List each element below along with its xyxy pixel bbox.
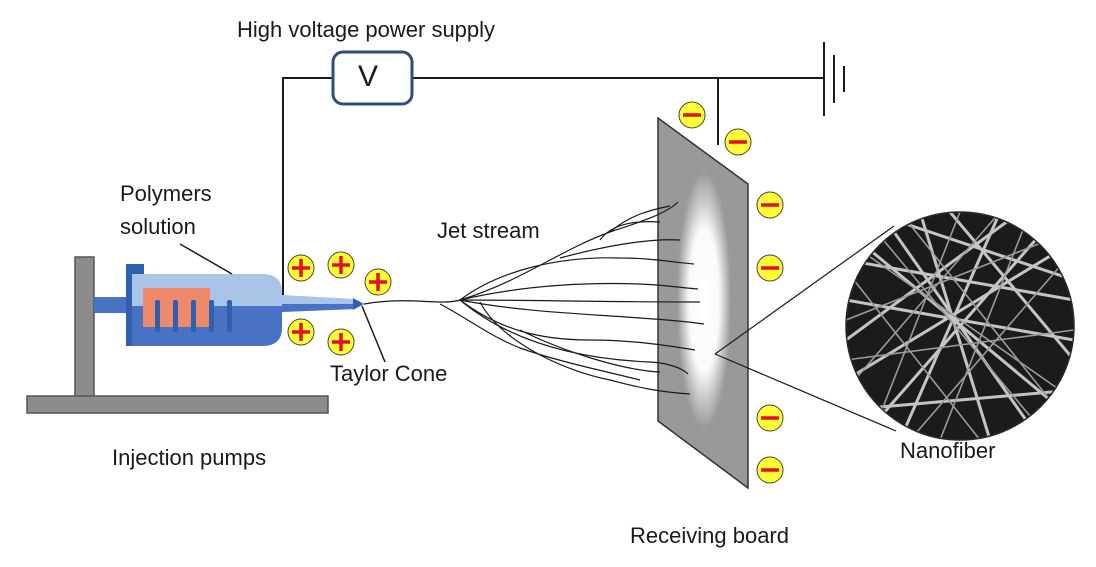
positive-charge-icon xyxy=(287,318,315,346)
taylor-cone xyxy=(353,298,364,310)
polymer-label-line1: Polymers xyxy=(120,181,212,206)
negative-charges xyxy=(678,101,784,484)
negative-charge-icon xyxy=(756,191,784,219)
positive-charge-icon xyxy=(287,254,315,282)
injection-pumps-label: Injection pumps xyxy=(112,445,267,470)
negative-charge-icon xyxy=(756,404,784,432)
voltmeter-box xyxy=(331,50,414,106)
nanofiber-image xyxy=(845,211,1075,441)
receiving-board-label: Receiving board xyxy=(630,523,789,548)
pump-stand xyxy=(26,256,329,414)
jet-stream-label: Jet stream xyxy=(437,218,540,243)
label-pointers xyxy=(179,243,386,363)
zoom-lines xyxy=(714,225,897,432)
jet-stream-fibers xyxy=(363,201,705,395)
polymer-label-line2: solution xyxy=(120,214,196,239)
negative-charge-icon xyxy=(678,101,706,129)
circuit-wires xyxy=(282,77,823,296)
fiber-deposit xyxy=(677,172,731,428)
syringe xyxy=(94,264,364,346)
voltmeter-label: V xyxy=(358,60,379,93)
negative-charge-icon xyxy=(724,128,752,156)
positive-charge-icon xyxy=(327,328,355,356)
ground-icon xyxy=(823,42,845,116)
taylor-cone-label: Taylor Cone xyxy=(330,361,448,386)
positive-charges xyxy=(287,251,392,356)
nanofiber-label: Nanofiber xyxy=(900,438,996,463)
positive-charge-icon xyxy=(364,268,392,296)
power-supply-label: High voltage power supply xyxy=(237,17,496,42)
negative-charge-icon xyxy=(756,254,784,282)
negative-charge-icon xyxy=(756,456,784,484)
positive-charge-icon xyxy=(327,251,355,279)
